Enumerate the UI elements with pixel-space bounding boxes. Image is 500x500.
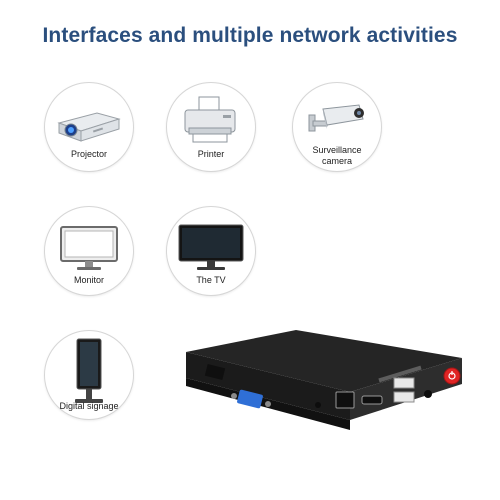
device-card-tv: The TV: [166, 206, 256, 296]
monitor-icon: [60, 226, 118, 270]
screw-right: [265, 401, 271, 407]
vga-port: [237, 389, 263, 409]
device-card-digital-signage: Digital signage: [44, 330, 134, 420]
security-camera-icon: [308, 104, 364, 132]
hdmi-port: [361, 395, 383, 405]
ethernet-port: [335, 391, 355, 409]
digital-signage-icon: [75, 338, 103, 403]
tv-icon: [178, 224, 244, 270]
device-label-tv: The TV: [196, 275, 226, 285]
audio-jack: [315, 402, 321, 408]
usb-port-bottom: [393, 391, 415, 403]
device-card-surveillance-camera: Surveillance camera: [292, 82, 382, 172]
page-headline: Interfaces and multiple network activiti…: [42, 24, 458, 47]
device-card-projector: Projector: [44, 82, 134, 172]
brand-logo: [378, 365, 422, 383]
device-card-printer: Printer: [166, 82, 256, 172]
device-label-projector: Projector: [70, 149, 107, 159]
device-card-monitor: Monitor: [44, 206, 134, 296]
usb-port-top: [393, 377, 415, 389]
device-label-surveillance-line1: Surveillance: [312, 145, 362, 155]
vent-grille: [204, 364, 226, 380]
power-button: [443, 367, 461, 385]
device-label-surveillance-line2: camera: [321, 156, 352, 166]
projector-icon: [57, 112, 121, 142]
device-label-monitor: Monitor: [73, 275, 104, 285]
dc-power-jack: [424, 390, 432, 398]
device-label-printer: Printer: [197, 149, 225, 159]
printer-icon: [184, 96, 236, 143]
screw-left: [231, 393, 237, 399]
device-label-digital-signage: Digital signage: [59, 401, 119, 411]
device-label-surveillance-camera: Surveillance camera: [297, 145, 377, 167]
